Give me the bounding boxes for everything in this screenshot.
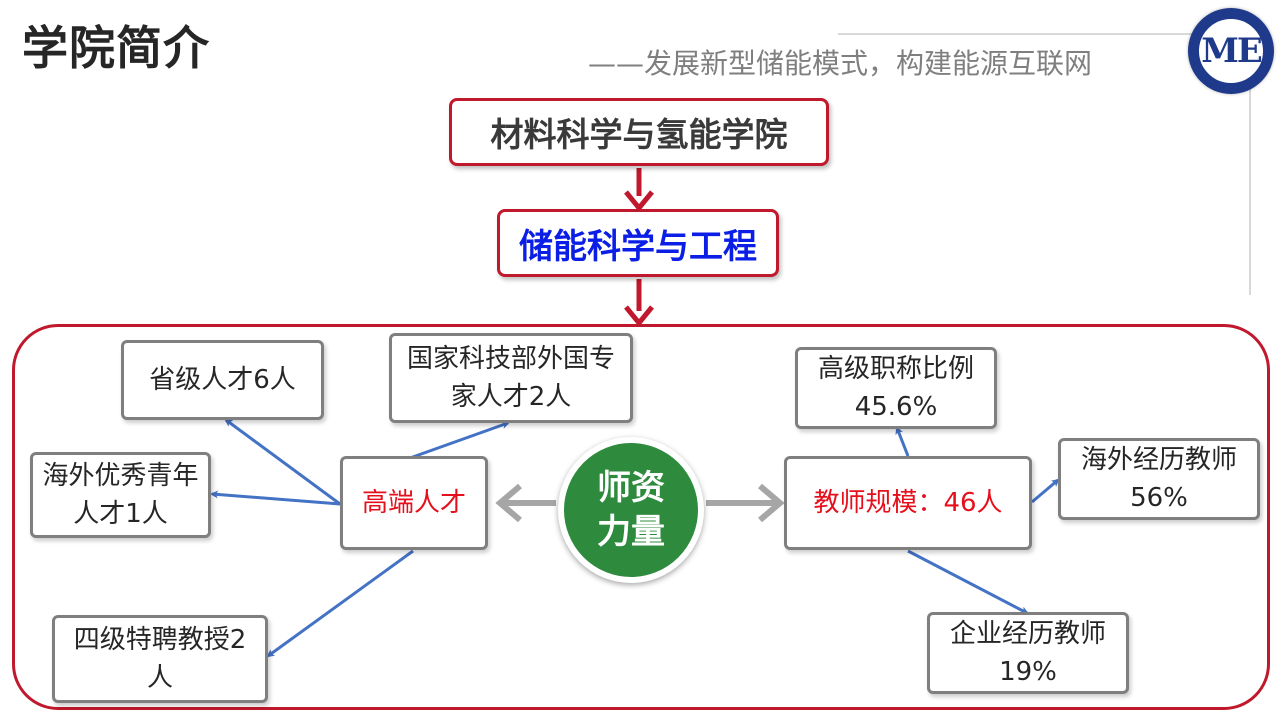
talent-hub-box: 高端人才 <box>340 456 488 550</box>
gray-arrow-left <box>495 483 556 523</box>
college-label: 材料科学与氢能学院 <box>490 115 788 154</box>
talent-foreign-box: 国家科技部外国专家人才2人 <box>389 333 633 423</box>
flow-arrow-1 <box>624 168 654 212</box>
faculty-enterprise-line2: 19% <box>999 657 1057 687</box>
talent-overseas-box: 海外优秀青年人才1人 <box>30 452 211 538</box>
connector-talent-foreign <box>409 421 510 460</box>
faculty-overseas-line2: 56% <box>1130 483 1188 513</box>
faculty-senior-line1: 高级职称比例 <box>817 354 974 384</box>
talent-foreign-text: 国家科技部外国专家人才2人 <box>406 344 615 412</box>
faculty-senior-box: 高级职称比例 45.6% <box>795 347 997 429</box>
header-divider <box>838 33 1250 35</box>
faculty-frame <box>12 324 1270 710</box>
faculty-senior-line2: 45.6% <box>854 392 938 422</box>
connector-faculty-overseas <box>1031 478 1060 504</box>
connector-faculty-enterprise <box>907 549 1029 615</box>
faculty-enterprise-line1: 企业经历教师 <box>949 619 1106 649</box>
gray-arrow-right <box>706 483 785 523</box>
flow-arrow-2 <box>624 279 654 327</box>
connector-talent-provincial <box>224 418 341 506</box>
talent-professor-box: 四级特聘教授2人 <box>52 615 268 703</box>
faculty-hub-box: 教师规模：46人 <box>784 456 1032 550</box>
talent-overseas-text: 海外优秀青年人才1人 <box>42 461 199 529</box>
side-divider <box>1249 33 1251 295</box>
faculty-enterprise-box: 企业经历教师 19% <box>927 612 1129 694</box>
faculty-hub-label: 教师规模：46人 <box>813 488 1003 518</box>
talent-professor-text: 四级特聘教授2人 <box>73 625 247 693</box>
talent-provincial-box: 省级人才6人 <box>121 340 324 420</box>
college-logo: ME <box>1188 8 1274 94</box>
talent-provincial-text: 省级人才6人 <box>149 365 296 395</box>
logo-emblem: ME <box>1198 18 1264 84</box>
connector-faculty-senior <box>895 426 910 457</box>
faculty-overseas-box: 海外经历教师 56% <box>1058 438 1260 520</box>
college-box: 材料科学与氢能学院 <box>449 98 829 166</box>
major-label: 储能科学与工程 <box>519 226 757 267</box>
page-subtitle: ——发展新型储能模式，构建能源互联网 <box>588 47 1093 80</box>
logo-monogram: ME <box>1201 31 1263 71</box>
major-box: 储能科学与工程 <box>497 209 779 277</box>
faculty-overseas-line1: 海外经历教师 <box>1080 445 1237 475</box>
talent-hub-label: 高端人才 <box>361 488 466 518</box>
connector-talent-overseas <box>210 490 341 506</box>
center-label: 师资力量 <box>597 468 665 552</box>
connector-talent-professor <box>266 549 414 658</box>
center-circle: 师资力量 <box>558 437 704 583</box>
page-title: 学院简介 <box>22 21 210 75</box>
